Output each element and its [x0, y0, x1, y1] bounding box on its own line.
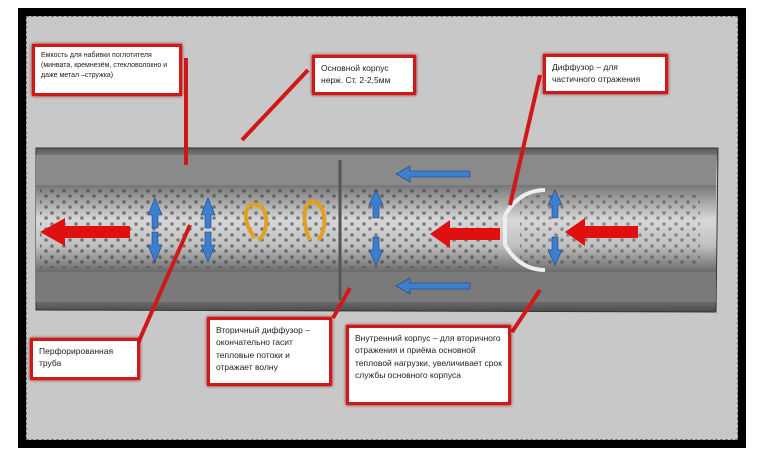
flow-arrow [565, 218, 638, 246]
label-absorber-cavity: Емкость для набивки поглотителя (минвата… [32, 44, 182, 96]
vertical-arrows [147, 189, 563, 266]
diffuser-cone [503, 188, 546, 272]
flow-arrow [40, 218, 130, 246]
flow-arrow [395, 165, 471, 183]
label-secondary-diffuser: Вторичный диффузор – окончательно гасит … [207, 317, 332, 386]
label-diffuser: Диффузор – для частичного отражения [543, 54, 668, 94]
label-main-body: Основной корпус нерж. Ст. 2-2,5мм [312, 55, 416, 95]
main-flow-arrows [40, 218, 638, 248]
upper-chamber [36, 155, 716, 185]
swirl-icon [243, 202, 269, 242]
leader-lines [133, 58, 542, 351]
swirl-icon [302, 199, 327, 242]
lower-chamber [36, 272, 716, 302]
side-flow-arrows [147, 165, 563, 295]
flow-arrow [430, 220, 500, 248]
label-inner-body: Внутренний корпус – для вторичного отраж… [346, 325, 511, 405]
label-perforated-pipe: Перфорированная труба [30, 338, 140, 380]
flow-arrow [395, 277, 471, 295]
swirl-arrows [243, 199, 327, 242]
